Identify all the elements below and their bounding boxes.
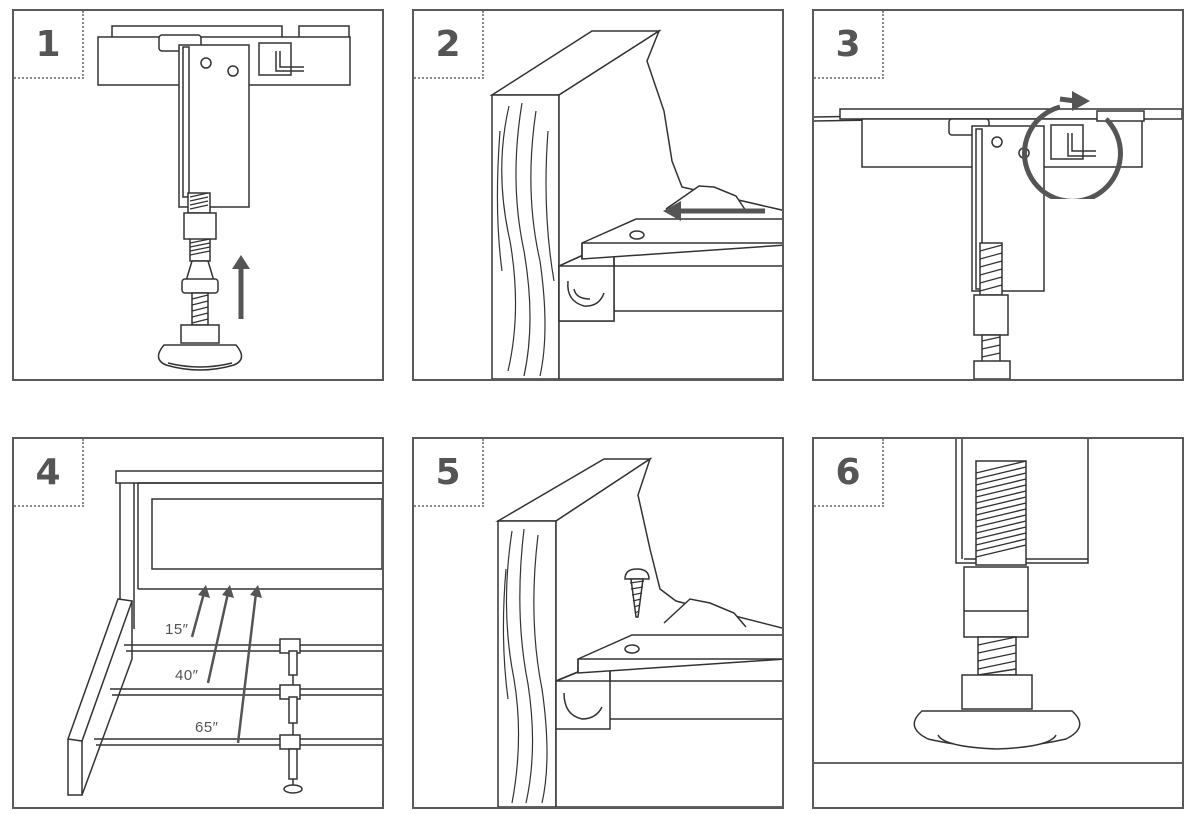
step-number: 4: [35, 451, 61, 493]
step-number-badge: 2: [414, 11, 484, 79]
step-1-panel: 1: [12, 9, 384, 381]
dimension-label-15: 15″: [165, 621, 189, 638]
step-number: 2: [435, 23, 461, 65]
leg-insert-illustration: [97, 25, 351, 371]
step-5-panel: 5: [412, 437, 784, 809]
dimension-arrows: [190, 585, 262, 744]
step-number-badge: 4: [14, 439, 84, 507]
rotate-arrow-icon: [1021, 91, 1123, 199]
rail-slide-illustration: [489, 29, 782, 379]
step-number-badge: 5: [414, 439, 484, 507]
step-number-badge: 3: [814, 11, 884, 79]
dimension-label-40: 40″: [175, 667, 199, 684]
rail-screw-illustration: [495, 457, 782, 807]
left-arrow-icon: [663, 201, 765, 221]
screw-icon: [624, 568, 650, 618]
step-4-panel: 15″ 40″ 65″ 4: [12, 437, 384, 809]
step-2-panel: 2: [412, 9, 784, 381]
dimension-label-65: 65″: [195, 719, 219, 736]
step-number-badge: 1: [14, 11, 84, 79]
up-arrow-icon: [232, 255, 250, 319]
leg-adjust-closeup-illustration: [814, 439, 1182, 764]
step-number-badge: 6: [814, 439, 884, 507]
bed-frame-illustration: [66, 470, 382, 796]
step-number: 5: [435, 451, 461, 493]
step-number: 6: [835, 451, 861, 493]
bracket-tighten-illustration: [814, 108, 1182, 379]
step-number: 1: [35, 23, 61, 65]
step-number: 3: [835, 23, 861, 65]
step-6-panel: 6: [812, 437, 1184, 809]
step-3-panel: 3: [812, 9, 1184, 381]
